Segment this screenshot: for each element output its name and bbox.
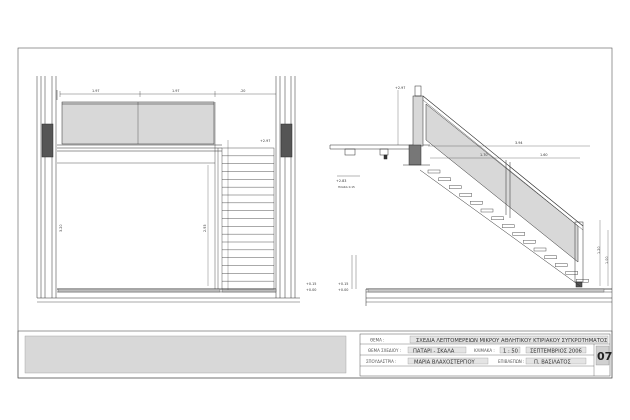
left-section-drawing [36,76,300,303]
right-stair-tread [565,271,578,275]
value-thesis: ΣΧΕΔΙΑ ΛΕΠΤΟΜΕΡΕΙΩΝ ΜΙΚΡΟΥ ΑΘΛΗΤΙΚΟΥ ΚΤΙ… [416,338,607,344]
left-stair-steps [221,147,275,290]
value-drawing: ΠΑΤΑΡΙ - ΣΚΑΛΑ [413,348,455,354]
level-left-floor: +0.15 [306,282,316,286]
right-stair-tread [491,216,504,221]
level-right-b: +2.83 [336,179,346,183]
logo-area [24,335,347,374]
right-section-drawing [329,85,612,306]
right-stair-tread [480,208,494,213]
title-block: ΘΕΜΑ : ΣΧΕΔΙΑ ΛΕΠΤΟΜΕΡΕΙΩΝ ΜΙΚΡΟΥ ΑΘΛΗΤΙ… [17,330,612,379]
level-right-floor: +0.15 [338,282,348,286]
right-stair-tread [555,263,568,267]
right-stair-treads [427,169,589,283]
label-student: ΣΠΟΥΔΑΣΤΡΙΑ : [366,359,397,364]
dim-right-step-b: 1.60 [540,153,548,157]
right-stair-tread [533,247,547,252]
right-stair-tread [576,279,589,283]
dim-right-h-a: 1.20 [597,246,601,254]
right-stair-tread [459,193,472,197]
right-stair-tread [438,177,451,182]
dim-right-step-a: 1.70 [480,153,488,157]
label-scale: ΚΛΙΜΑΚΑ : [474,348,495,353]
value-supervisor: Π. ΒΑΣΙΛΑΤΟΣ [534,359,571,365]
dim-left-top-c: .20 [240,89,245,93]
right-stair-tread [523,239,536,244]
sheet-number: 07 [597,350,612,363]
label-supervisor: ΕΠΙΒΛΕΠΩΝ : [498,359,524,364]
dim-left-top-a: 1.97 [92,89,100,93]
level-right-ground: +0.00 [338,288,348,292]
dim-left-stair-height: 2.93 [203,224,207,232]
dim-left-height: 3.20 [59,224,63,232]
right-stair-tread [544,255,557,260]
right-stair-tread [512,232,525,236]
dim-right-h-b: 1.00 [605,256,609,264]
label-drawing: ΘΕΜΑ ΣΧΕΔΙΟΥ : [368,348,401,353]
level-left-ground: +0.00 [306,288,316,292]
level-left-upper: +2.97 [260,139,270,143]
right-stair-tread [449,185,462,189]
label-thesis: ΘΕΜΑ : [370,338,384,343]
right-stair-tread [470,200,483,205]
slab-label: ΠΛΑΚΑ 0.15 [338,185,355,189]
right-stair-tread [502,224,515,228]
value-date: ΣΕΠΤΕΜΒΡΙΟΣ 2006 [530,348,582,354]
level-right-a: +2.97 [395,86,405,90]
right-stair-tread [427,169,441,174]
dim-right-run: 3.94 [515,141,523,145]
value-scale: 1 : 50 [503,348,518,354]
value-student: ΜΑΡΙΑ ΒΛΑΧΟΣΤΕΡΓΙΟΥ [414,359,476,365]
dim-left-top-b: 1.97 [172,89,180,93]
